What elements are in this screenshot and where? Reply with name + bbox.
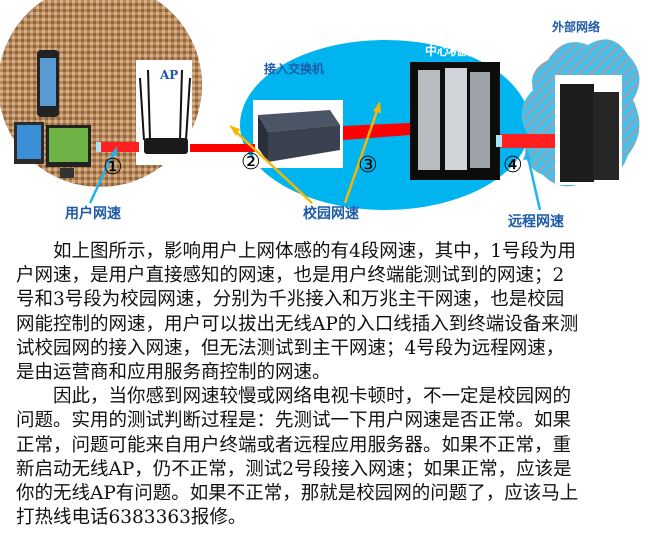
- text-line: 因此，当你感到网速较慢或网络电视卡顿时，不一定是校园网的: [16, 386, 572, 408]
- cable-segment-1: [97, 142, 139, 152]
- text-line: 是由运营商和应用服务商控制的网速。: [16, 362, 331, 384]
- segment-2-marker: ②: [241, 150, 261, 175]
- segment-1-marker: ①: [103, 155, 123, 180]
- text-line: 打热线电话6383363报修。: [16, 507, 247, 529]
- explanation-text: 如上图所示，影响用户上网体感的有4段网速，其中，1号段为用 户网速，是用户直接感…: [16, 240, 641, 530]
- cable-segment-2: [190, 144, 255, 152]
- cable-segment-4: [500, 134, 555, 148]
- external-network-label: 外部网络: [552, 20, 601, 34]
- switch-label: 接入交换机: [264, 62, 325, 76]
- text-line: 号和3号段为校园网速，分别为千兆接入和万兆主干网速，也是校园: [16, 289, 565, 311]
- text-line: 问题。实用的测试判断过程是：先测试一下用户网速是否正常。如果: [16, 410, 572, 432]
- text-line: 试校园网的接入网速，但无法测试到主干网速；4号段为远程网速，: [16, 337, 565, 359]
- remote-speed-label: 远程网速: [508, 214, 564, 230]
- arrow-remote-speed: [526, 156, 542, 211]
- router-icon: [144, 138, 188, 154]
- segment-3-marker: ③: [358, 153, 378, 178]
- text-line: 正常，问题可能来自用户终端或者远程应用服务器。如果不正常，重: [16, 434, 572, 456]
- user-speed-label: 用户网速: [65, 206, 121, 222]
- text-line: 如上图所示，影响用户上网体感的有4段网速，其中，1号段为用: [16, 241, 577, 262]
- campus-speed-label: 校园网速: [303, 206, 359, 222]
- network-diagram: [0, 0, 640, 211]
- text-line: 你的无线AP有问题。如果不正常，那就是校园网的问题了，应该马上: [16, 483, 579, 505]
- segment-4-marker: ④: [503, 153, 523, 178]
- datacenter-label: 中心机房: [425, 44, 474, 58]
- arrow-campus-3: [343, 107, 380, 204]
- arrow-campus-2: [233, 129, 313, 204]
- text-line: 新启动无线AP，仍不正常，测试2号段接入网速；如果正常，应该是: [16, 458, 572, 480]
- text-line: 户网速，是用户直接感知的网速，也是用户终端能测试到的网速；2: [16, 265, 565, 287]
- text-line: 网能控制的网速，用户可以拔出无线AP的入口线插入到终端设备来测: [16, 313, 579, 335]
- cable-segment-3: [343, 123, 410, 140]
- ap-label: AP: [160, 68, 179, 82]
- arrow-user-speed: [88, 151, 116, 204]
